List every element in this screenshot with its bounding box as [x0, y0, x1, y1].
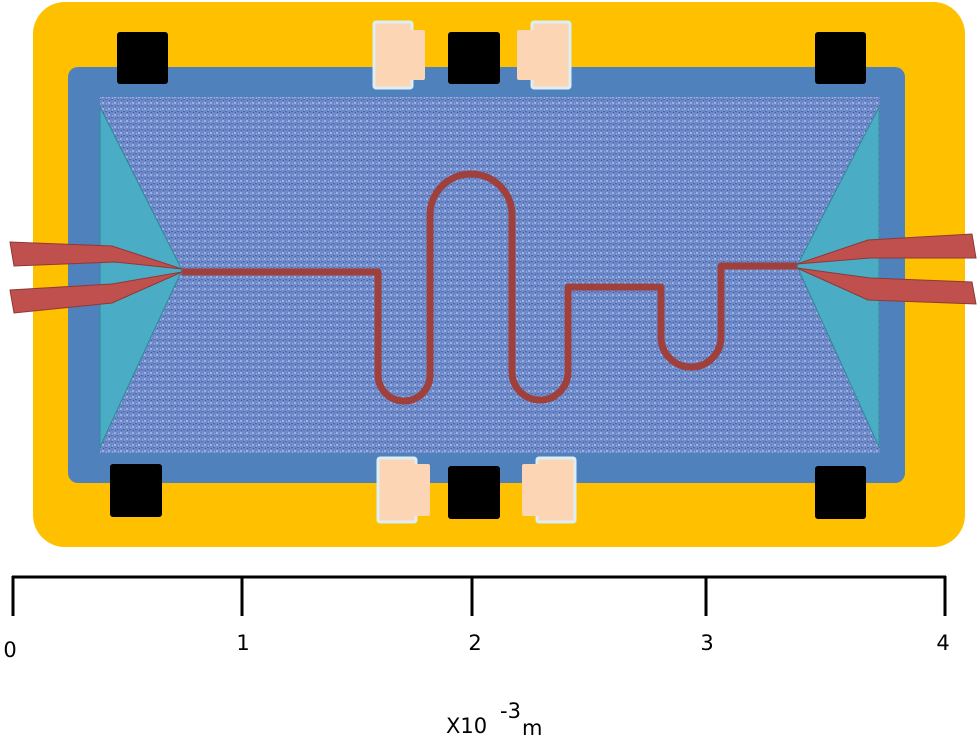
- tick-label-2: 2: [468, 631, 481, 655]
- meander-trace: [182, 170, 797, 405]
- left-triangle-pad: [99, 106, 183, 448]
- component: [372, 20, 425, 90]
- black-pad: [448, 466, 500, 519]
- black-pad: [448, 32, 500, 84]
- left-lead-lower: [9, 271, 183, 314]
- tick-label-1: 1: [236, 631, 249, 655]
- scale-unit-prefix: X10: [446, 714, 487, 737]
- right-lead-upper: [796, 233, 977, 265]
- black-pad: [110, 464, 162, 517]
- scale-unit: m: [522, 716, 542, 737]
- tick-label-0: 0: [3, 638, 16, 662]
- component: [522, 456, 577, 524]
- left-lead-upper: [9, 241, 183, 270]
- right-lead-lower: [796, 267, 977, 305]
- scale-unit-exponent: -3: [500, 699, 521, 723]
- black-pad: [815, 466, 866, 519]
- black-pad: [815, 32, 866, 84]
- component: [376, 456, 430, 524]
- tick-label-4: 4: [936, 631, 949, 655]
- black-pad: [117, 32, 168, 84]
- scale-bar: [11, 575, 947, 616]
- tick-label-3: 3: [700, 631, 713, 655]
- component: [517, 20, 572, 90]
